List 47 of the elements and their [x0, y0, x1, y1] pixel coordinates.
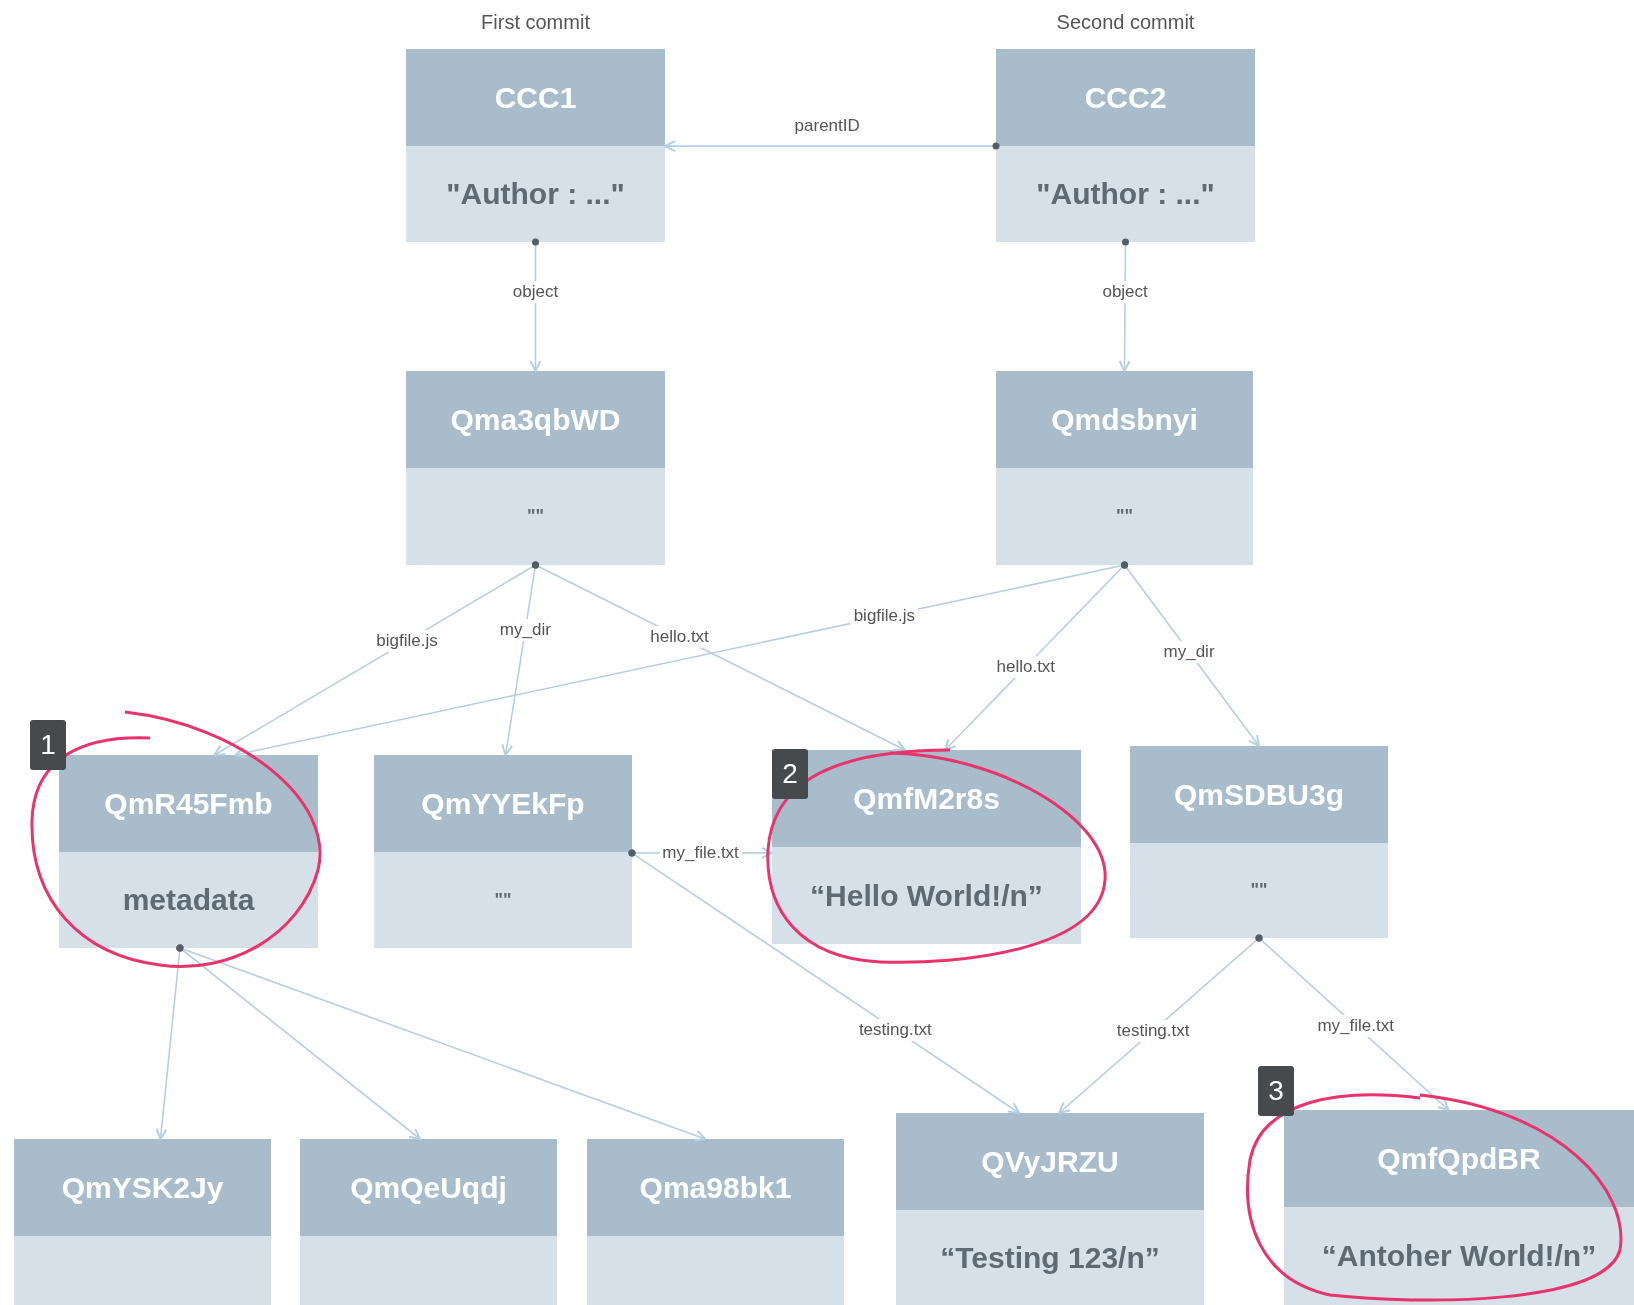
node-content: "" [525, 505, 546, 528]
edge-label: bigfile.js [850, 605, 919, 628]
arrow [176, 944, 707, 1142]
node-hash-header: CCC2 [996, 49, 1255, 146]
node-content: "Author : ..." [1035, 176, 1216, 212]
hash-node-box [374, 755, 632, 948]
hash-node-box [587, 1139, 844, 1305]
node-hash-header: QmYSK2Jy [14, 1139, 271, 1236]
hash-node-box [772, 750, 1081, 944]
hash-node-box [14, 1139, 271, 1305]
commit-caption: Second commit [1056, 11, 1195, 34]
arrow [628, 849, 1021, 1114]
node-hash-header: Qmdsbnyi [996, 371, 1253, 468]
callout-number: 1 [30, 720, 66, 770]
node-hash-header: CCC1 [406, 49, 665, 146]
node-hash-header: QmfQpdBR [1284, 1110, 1634, 1207]
node-hash-header: QVyJRZU [896, 1113, 1204, 1210]
arrow [1121, 561, 1260, 747]
node-hash-header: Qma3qbWD [406, 371, 665, 468]
hash-node-box [1284, 1110, 1634, 1305]
hash-node-box [59, 755, 318, 948]
hash-node-box [996, 371, 1253, 565]
callout-number: 2 [772, 749, 808, 799]
arrow [664, 140, 1000, 153]
hash-node-box [896, 1113, 1204, 1305]
node-content: "" [1249, 879, 1269, 902]
hash-node-box [300, 1139, 557, 1305]
hash-node-box [406, 371, 665, 565]
node-content: metadata [121, 882, 256, 918]
commit-caption: First commit [481, 11, 590, 34]
callout-number: 3 [1258, 1066, 1294, 1116]
node-hash-header: Qma98bk1 [587, 1139, 844, 1236]
node-content: "" [493, 888, 513, 912]
hash-node-box [996, 49, 1255, 242]
node-hash-header: QmQeUqdj [300, 1139, 557, 1236]
node-hash-header: QmR45Fmb [59, 755, 318, 852]
arrow [532, 561, 906, 751]
node-hash-header: QmYYEkFp [374, 755, 632, 852]
node-content: "" [1114, 505, 1135, 528]
hash-node-box [1130, 746, 1388, 938]
hash-node-box [406, 49, 665, 242]
node-content: "Author : ..." [445, 176, 626, 212]
node-content: “Hello World!/n” [809, 877, 1044, 914]
node-content: “Antoher World!/n” [1320, 1238, 1598, 1274]
node-hash-header: QmSDBU3g [1130, 746, 1388, 843]
node-content: “Testing 123/n” [939, 1239, 1161, 1276]
arrow [1255, 934, 1450, 1111]
